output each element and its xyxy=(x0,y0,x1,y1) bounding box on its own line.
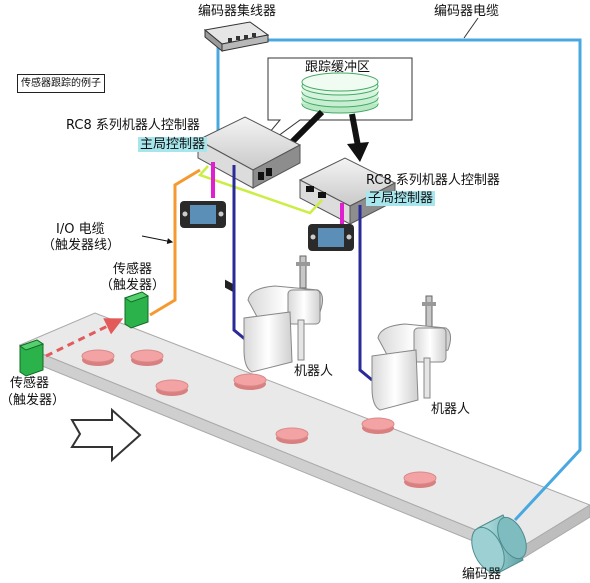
workpiece xyxy=(155,379,189,396)
teach-pendant-icon xyxy=(180,201,226,228)
scara-robot-icon xyxy=(371,295,452,411)
robot2-label: 机器人 xyxy=(431,402,471,417)
encoder-label: 编码器 xyxy=(462,567,502,582)
robot1-label: 机器人 xyxy=(294,364,334,379)
slave-role-label: 子局控制器 xyxy=(366,191,436,206)
workpiece xyxy=(361,417,395,434)
master-controller-name: RC8 系列机器人控制器 xyxy=(66,118,200,133)
teach-pendant-icon xyxy=(308,224,354,251)
encoder-cable-pointer xyxy=(463,17,479,39)
sensor-top-label-line2: （触发器） xyxy=(100,278,166,293)
encoder-cable-label: 编码器电缆 xyxy=(434,4,500,19)
robot-cable-1 xyxy=(232,165,247,342)
example-title: 传感器跟踪的例子 xyxy=(17,74,105,93)
buffer-label: 跟踪缓冲区 xyxy=(305,60,371,75)
sensor-icon xyxy=(18,339,45,377)
workpiece xyxy=(233,373,267,390)
sensor-icon xyxy=(123,291,150,329)
workpieces xyxy=(81,349,437,488)
workpiece xyxy=(130,349,164,366)
master-role-label: 主局控制器 xyxy=(138,137,208,152)
workpiece xyxy=(81,349,115,366)
conveyor-direction-arrow-icon xyxy=(70,407,142,463)
buffer-stack-icon xyxy=(301,72,379,114)
sensor-top-label-line1: 传感器 xyxy=(113,262,153,277)
workpiece xyxy=(275,427,309,444)
io-cable-label-line1: I/O 电缆 xyxy=(56,222,105,237)
sensor-left-label-line2: （触发器） xyxy=(0,393,66,408)
sensor-left-label-line1: 传感器 xyxy=(10,376,50,391)
io-cable-label-line2: （触发器线） xyxy=(42,238,121,253)
io-cable xyxy=(149,168,201,317)
workpiece xyxy=(403,471,437,488)
scara-robot-icon xyxy=(243,255,324,373)
master-controller-icon xyxy=(196,116,302,293)
sensor-beam xyxy=(45,318,124,358)
hub-label: 编码器集线器 xyxy=(198,4,277,19)
controller-link-cable xyxy=(197,165,323,215)
slave-controller-name: RC8 系列机器人控制器 xyxy=(366,173,500,188)
encoder-hub-icon xyxy=(203,21,270,53)
io-cable-pointer xyxy=(141,235,174,245)
robot-cable-2 xyxy=(358,205,373,382)
encoder-motor-icon xyxy=(471,514,527,574)
